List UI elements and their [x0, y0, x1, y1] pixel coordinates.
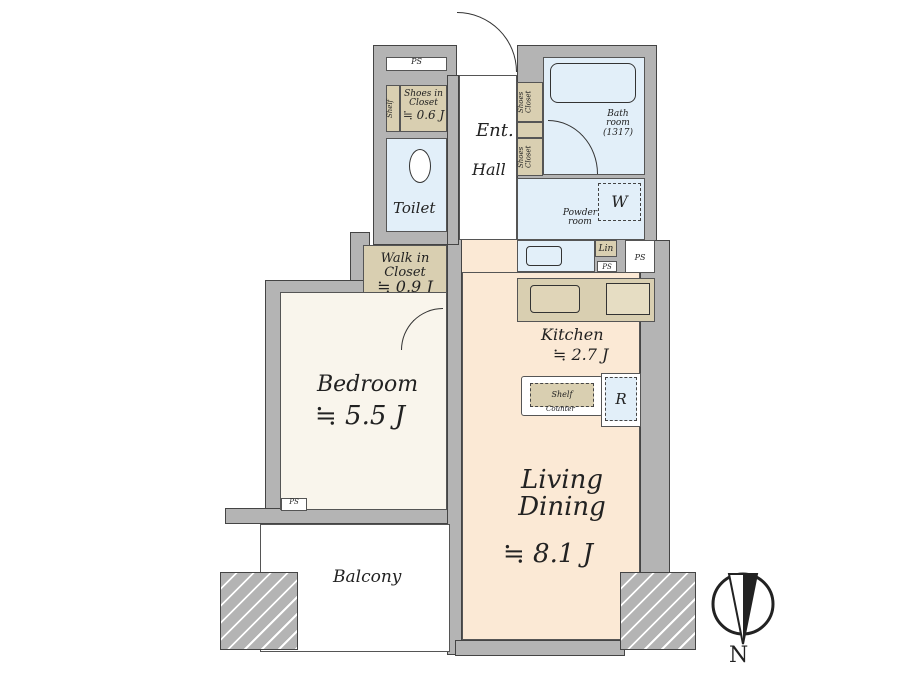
walk-in-closet-label: Walk in Closet	[380, 251, 430, 280]
powder-room: Powder room W	[517, 178, 645, 240]
compass-north-arrow-icon	[711, 572, 775, 645]
shoes-closet-1: Shoes Closet	[517, 82, 543, 122]
north-label: N	[729, 643, 749, 668]
linen-closet: Lin	[595, 240, 617, 257]
ps-right: PS	[625, 240, 655, 273]
bathroom-label: Bath room (1317)	[603, 109, 633, 138]
sink-icon	[526, 246, 562, 266]
hall-label: Hall	[472, 160, 506, 179]
wall	[225, 508, 457, 524]
entrance-label: Ent.	[476, 120, 514, 141]
counter: Shelf Counter	[521, 376, 603, 416]
kitchen-counter	[517, 278, 655, 322]
counter-label: Counter	[546, 405, 575, 413]
fridge-space: R	[601, 373, 641, 427]
refrigerator: R	[605, 377, 637, 421]
bathtub-icon	[550, 63, 636, 103]
balcony-label: Balcony	[333, 567, 402, 587]
compass: N	[705, 568, 781, 672]
wall	[447, 75, 459, 245]
column	[620, 572, 696, 650]
shoes-closet-mid	[517, 122, 543, 138]
toilet-room: Toilet	[386, 138, 447, 232]
shoes-in-closet-label: Shoes in Closet	[404, 89, 443, 109]
entrance-door[interactable]	[457, 12, 517, 72]
toilet-bowl-icon	[409, 149, 431, 183]
door-arc[interactable]	[401, 308, 443, 350]
ps-small: PS	[597, 261, 617, 272]
ps-bedroom: PS	[281, 498, 307, 511]
shoes-in-closet-area: ≒ 0.6 J	[402, 107, 445, 122]
counter-shelf: Shelf	[530, 383, 594, 407]
living-dining-area: ≒ 8.1 J	[503, 539, 594, 569]
washer-space: W	[598, 183, 641, 221]
living-label: Living Dining	[518, 465, 606, 523]
hall: Ent. Hall	[459, 75, 517, 240]
column	[220, 572, 298, 650]
stove-icon	[606, 283, 650, 315]
bedroom-label: Bedroom	[317, 372, 419, 397]
living-dining: Living Dining ≒ 8.1 J Kitchen ≒ 2.7 J Sh…	[462, 272, 641, 640]
powder-room-label: Powder room	[562, 208, 598, 228]
shelf: Shelf	[386, 85, 400, 132]
vanity	[517, 240, 595, 272]
kitchen-sink-icon	[530, 285, 580, 313]
shoes-closet-2: Shoes Closet	[517, 138, 543, 176]
bedroom-area: ≒ 5.5 J	[315, 401, 406, 431]
bathroom: Bath room (1317)	[543, 57, 645, 175]
ps-top: PS	[386, 57, 447, 71]
door-arc[interactable]	[548, 120, 598, 174]
kitchen-label: Kitchen	[541, 325, 604, 344]
shoes-in-closet: Shoes in Closet ≒ 0.6 J	[400, 85, 447, 132]
wall	[455, 640, 625, 656]
walk-in-closet-area: ≒ 0.9 J	[377, 277, 433, 297]
toilet-label: Toilet	[393, 199, 436, 217]
kitchen-area: ≒ 2.7 J	[553, 345, 609, 364]
bedroom: Bedroom ≒ 5.5 J PS	[280, 292, 447, 511]
